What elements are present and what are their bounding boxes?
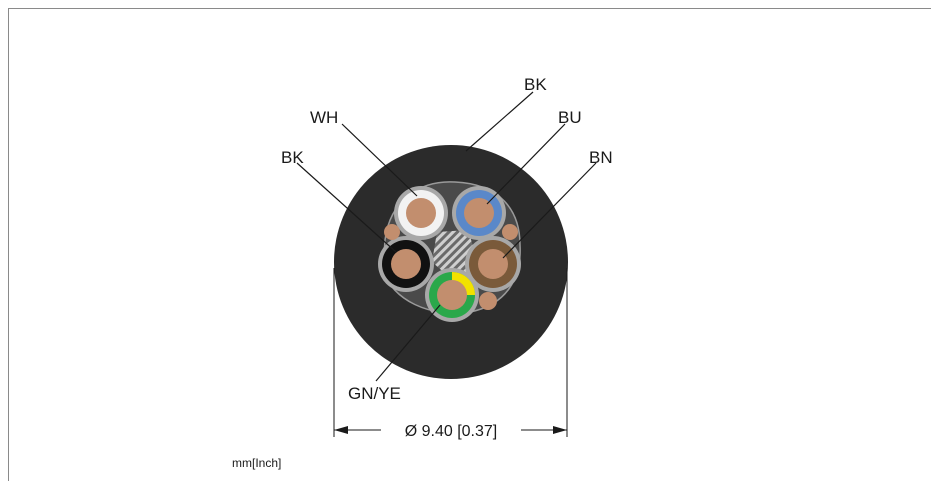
label-outer-bk: BK xyxy=(524,75,547,94)
filler-strand xyxy=(479,292,497,310)
label-bn: BN xyxy=(589,148,613,167)
label-wh: WH xyxy=(310,108,338,127)
leader-line-bu xyxy=(486,123,566,205)
conductor-wh xyxy=(394,186,448,240)
dimension-arrow-right xyxy=(553,426,567,434)
dimension-arrow-left xyxy=(334,426,348,434)
label-gnye: GN/YE xyxy=(348,384,401,403)
frame-top-border xyxy=(8,8,931,9)
label-bk: BK xyxy=(281,148,304,167)
filler-strand xyxy=(502,224,518,240)
leader-line-bk xyxy=(296,162,397,253)
leader-line-bn xyxy=(502,162,597,259)
leader-line-wh xyxy=(341,123,418,197)
conductor-bk xyxy=(378,236,434,292)
frame-left-border xyxy=(8,8,9,481)
leader-line-outer-bk xyxy=(465,91,534,152)
conductor-bn xyxy=(465,236,521,292)
conductor-bu xyxy=(452,186,506,240)
dimension-label: Ø 9.40 [0.37] xyxy=(405,423,498,440)
leader-line-gnye xyxy=(375,304,441,382)
unit-note: mm[Inch] xyxy=(232,456,282,470)
label-bu: BU xyxy=(558,108,582,127)
filler-strand xyxy=(384,224,400,240)
conductor-gnye xyxy=(425,268,479,322)
